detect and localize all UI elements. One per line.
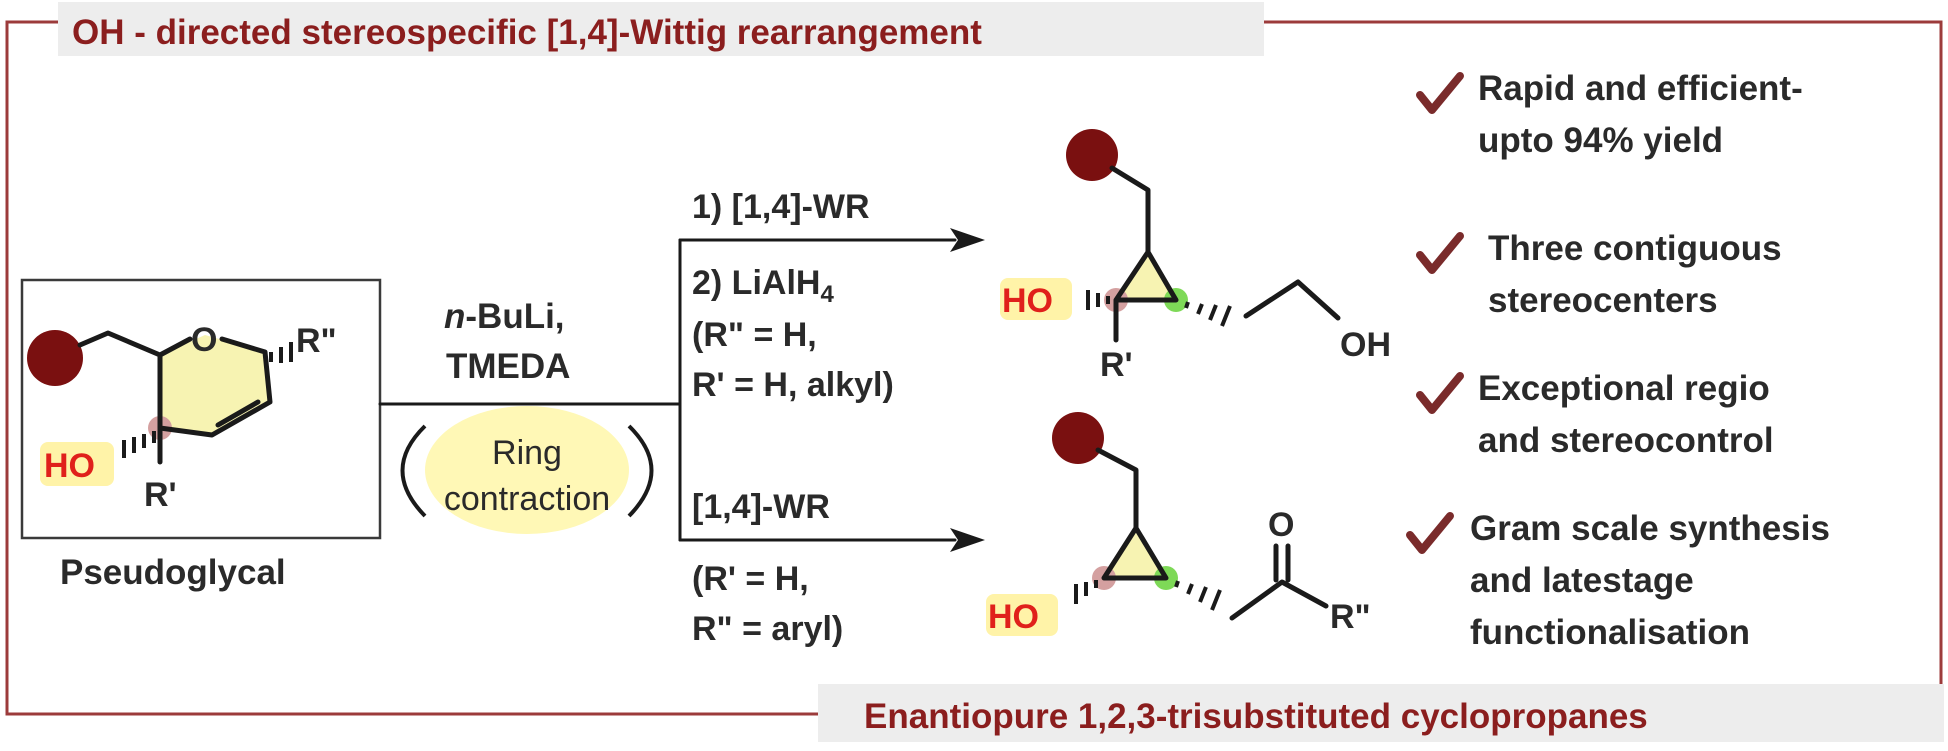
- check-icon: [1416, 232, 1464, 274]
- reagent-base-italic: n: [444, 297, 465, 336]
- bottom-ho-highlight: [986, 594, 1058, 636]
- reactant-hashed-wedge-ho: [122, 431, 156, 458]
- reagent-additive: TMEDA: [446, 347, 570, 386]
- title-banner: [58, 2, 1264, 56]
- footer-banner: [818, 684, 1944, 742]
- check-icon: [1416, 72, 1464, 114]
- reactant-name: Pseudoglycal: [60, 553, 286, 592]
- reagent-base-rest: -BuLi,: [465, 297, 564, 336]
- product-top-structure: HO R' OH: [1000, 129, 1391, 384]
- top-cond1: (R" = H,: [692, 316, 817, 354]
- feature-4-line3: functionalisation: [1470, 613, 1750, 652]
- feature-item: Exceptional regio and stereocontrol: [1416, 369, 1774, 460]
- bubble-fill: [425, 406, 629, 534]
- top-step2-subscript: 4: [820, 281, 834, 308]
- feature-2-line1: Three contiguous: [1488, 229, 1782, 268]
- bottom-substituent-ball: [1052, 412, 1104, 464]
- reactant-double-bond: [215, 399, 261, 428]
- bottom-hashed-wedge-chain: [1174, 580, 1222, 611]
- top-step1: 1) [1,4]-WR: [692, 188, 870, 226]
- reactant-substituent-ball: [27, 330, 83, 386]
- bottom-step: [1,4]-WR: [692, 488, 830, 526]
- reactant-ring-oxygen: O: [191, 321, 217, 359]
- footer-title: Enantiopure 1,2,3-trisubstituted cyclopr…: [864, 697, 1648, 736]
- top-arrowhead: [950, 228, 985, 252]
- feature-4-line2: and latestage: [1470, 561, 1694, 600]
- bottom-carbonyl-o: O: [1268, 506, 1294, 544]
- bottom-cyclopropane-bonds: [1095, 447, 1169, 581]
- check-icon: [1416, 372, 1464, 414]
- reactant-r1-label: R': [144, 476, 177, 514]
- reactant-bonds: [77, 330, 273, 438]
- feature-item: Gram scale synthesis and latestage funct…: [1406, 509, 1830, 652]
- bubble-line1: Ring: [492, 434, 562, 472]
- bubble-left-bracket: [400, 424, 427, 518]
- bottom-ho-label: HO: [988, 598, 1039, 636]
- top-ho-highlight: [1000, 278, 1072, 320]
- bottom-cond2: R" = aryl): [692, 610, 843, 648]
- reactant-r2-label: R": [296, 322, 337, 360]
- feature-list: Rapid and efficient- upto 94% yield Thre…: [1406, 69, 1830, 652]
- feature-4-line1: Gram scale synthesis: [1470, 509, 1830, 548]
- bottom-side-chain: [1229, 579, 1329, 621]
- bottom-arrowhead: [950, 528, 985, 552]
- feature-1-line2: upto 94% yield: [1478, 121, 1723, 160]
- bottom-cond1: (R' = H,: [692, 560, 809, 598]
- reactant-structure: O R" HO R' Pseudoglycal: [20, 278, 382, 592]
- feature-item: Rapid and efficient- upto 94% yield: [1416, 69, 1803, 160]
- top-ho-label: HO: [1002, 282, 1053, 320]
- bubble-right-bracket: [627, 424, 654, 518]
- top-oh-label: OH: [1340, 326, 1391, 364]
- bottom-hashed-wedge-ho: [1074, 580, 1098, 604]
- ring-contraction-bubble: Ring contraction: [400, 406, 654, 534]
- top-side-chain: [1243, 279, 1341, 321]
- feature-2-line2: stereocenters: [1488, 281, 1718, 320]
- reactant-ho-label: HO: [44, 447, 95, 485]
- bubble-line2: contraction: [444, 480, 610, 518]
- feature-1-line1: Rapid and efficient-: [1478, 69, 1803, 108]
- check-icon: [1406, 512, 1454, 554]
- top-cyclopropane-fill: [1116, 252, 1176, 300]
- top-r1-label: R': [1100, 346, 1133, 384]
- product-bottom-structure: HO O R": [986, 412, 1371, 636]
- reactant-ho-highlight: [40, 442, 114, 486]
- top-hashed-wedge-chain: [1184, 301, 1232, 327]
- feature-item: Three contiguous stereocenters: [1416, 229, 1782, 320]
- bottom-r2-label: R": [1330, 598, 1371, 636]
- top-substituent-ball: [1066, 129, 1118, 181]
- top-hashed-wedge-ho: [1086, 290, 1110, 310]
- top-step2-text: 2) LiAlH: [692, 264, 820, 302]
- reactant-hashed-wedge-r2: [269, 342, 293, 363]
- reagent-base: n-BuLi,: [444, 297, 565, 336]
- top-step2: 2) LiAlH4: [692, 264, 834, 308]
- top-cyclopropane-bonds: [1109, 165, 1179, 343]
- bottom-cyclopropane-fill: [1104, 528, 1166, 578]
- title: OH - directed stereospecific [1,4]-Witti…: [72, 13, 982, 52]
- feature-3-line1: Exceptional regio: [1478, 369, 1770, 408]
- top-cond2: R' = H, alkyl): [692, 366, 894, 404]
- feature-3-line2: and stereocontrol: [1478, 421, 1774, 460]
